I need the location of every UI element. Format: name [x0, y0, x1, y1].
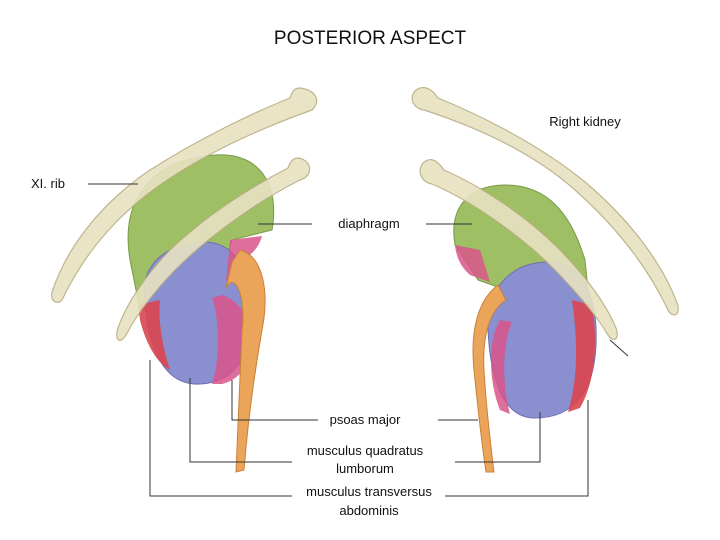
right-rib-xi	[411, 87, 679, 316]
label-psoas-major: psoas major	[330, 412, 401, 427]
leader-quadratus-left	[189, 378, 292, 463]
label-transversus-line2: abdominis	[339, 503, 399, 518]
leader-psoas-left	[231, 380, 318, 421]
leader-quadratus-right	[455, 412, 541, 463]
right-diaphragm-pink	[455, 245, 490, 282]
diagram-title: POSTERIOR ASPECT	[274, 28, 467, 49]
label-transversus-line1: musculus transversus	[306, 484, 432, 499]
leader-transversus-right	[445, 400, 589, 497]
left-kidney-illustration	[51, 87, 318, 473]
label-quadratus-line1: musculus quadratus	[307, 443, 424, 458]
label-diaphragm: diaphragm	[338, 216, 399, 231]
right-rib-xii	[419, 159, 618, 340]
label-quadratus-line2: lumborum	[336, 461, 394, 476]
left-rib-xi	[51, 87, 318, 303]
leader-transversus-left	[149, 360, 292, 497]
left-psoas-muscle	[225, 249, 266, 473]
right-transversus-strip	[568, 300, 596, 412]
right-kidney-illustration	[411, 87, 679, 473]
right-quadratus-strip	[491, 320, 512, 414]
left-diaphragm-pink	[226, 236, 262, 282]
left-transversus-strip	[138, 300, 170, 370]
leader-right-kidney	[609, 339, 629, 357]
leader-lines	[88, 183, 629, 497]
right-psoas-muscle	[472, 284, 507, 473]
left-rib-xii	[116, 157, 311, 341]
label-right-kidney: Right kidney	[549, 114, 621, 129]
label-xi-rib: XI. rib	[31, 176, 65, 191]
